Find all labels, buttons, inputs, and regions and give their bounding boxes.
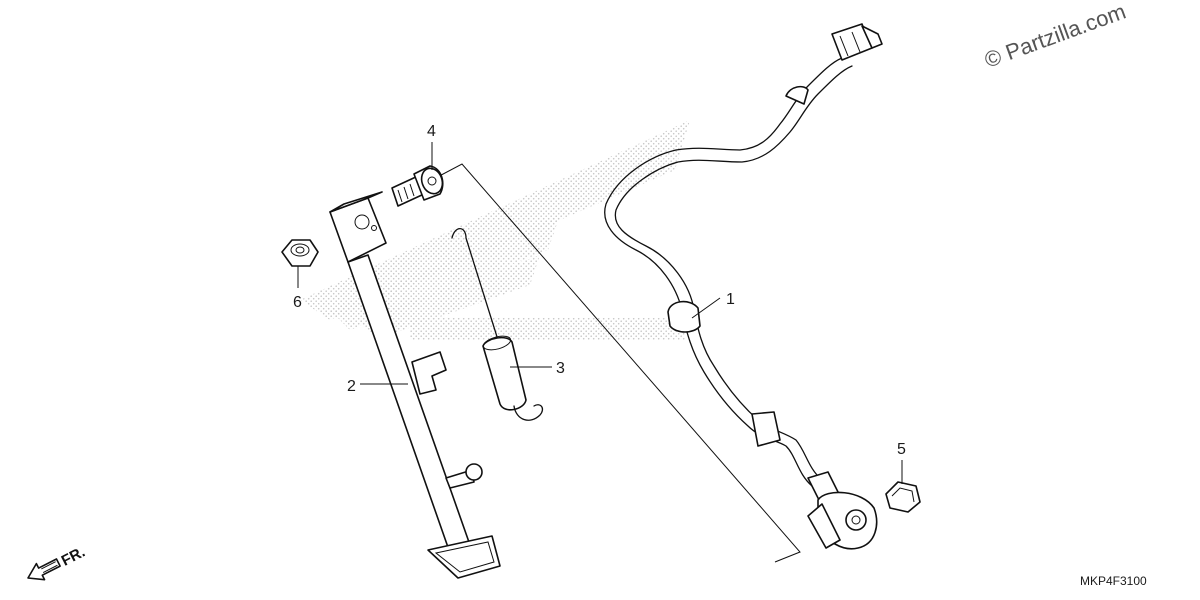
side-stand-switch bbox=[604, 23, 883, 550]
assembly-outline bbox=[427, 163, 801, 563]
pivot-bolt bbox=[391, 165, 444, 207]
flange-bolt bbox=[885, 481, 921, 513]
leader-lines bbox=[297, 142, 903, 484]
callout-4: 4 bbox=[427, 123, 436, 140]
front-arrow-icon bbox=[27, 558, 61, 581]
callout-3: 3 bbox=[556, 360, 565, 377]
brand-watermark-logo bbox=[300, 120, 690, 340]
side-stand bbox=[329, 191, 501, 579]
callout-1: 1 bbox=[726, 291, 735, 308]
callout-5: 5 bbox=[897, 441, 906, 458]
callout-6: 6 bbox=[293, 294, 302, 311]
nut bbox=[281, 239, 319, 267]
spring bbox=[451, 227, 544, 421]
front-label: FR. bbox=[59, 544, 88, 570]
callout-2: 2 bbox=[347, 378, 356, 395]
diagram-code: MKP4F3100 bbox=[1080, 574, 1147, 588]
front-direction-indicator: FR. bbox=[27, 544, 88, 581]
watermark-text: © Partzilla.com bbox=[981, 0, 1129, 73]
